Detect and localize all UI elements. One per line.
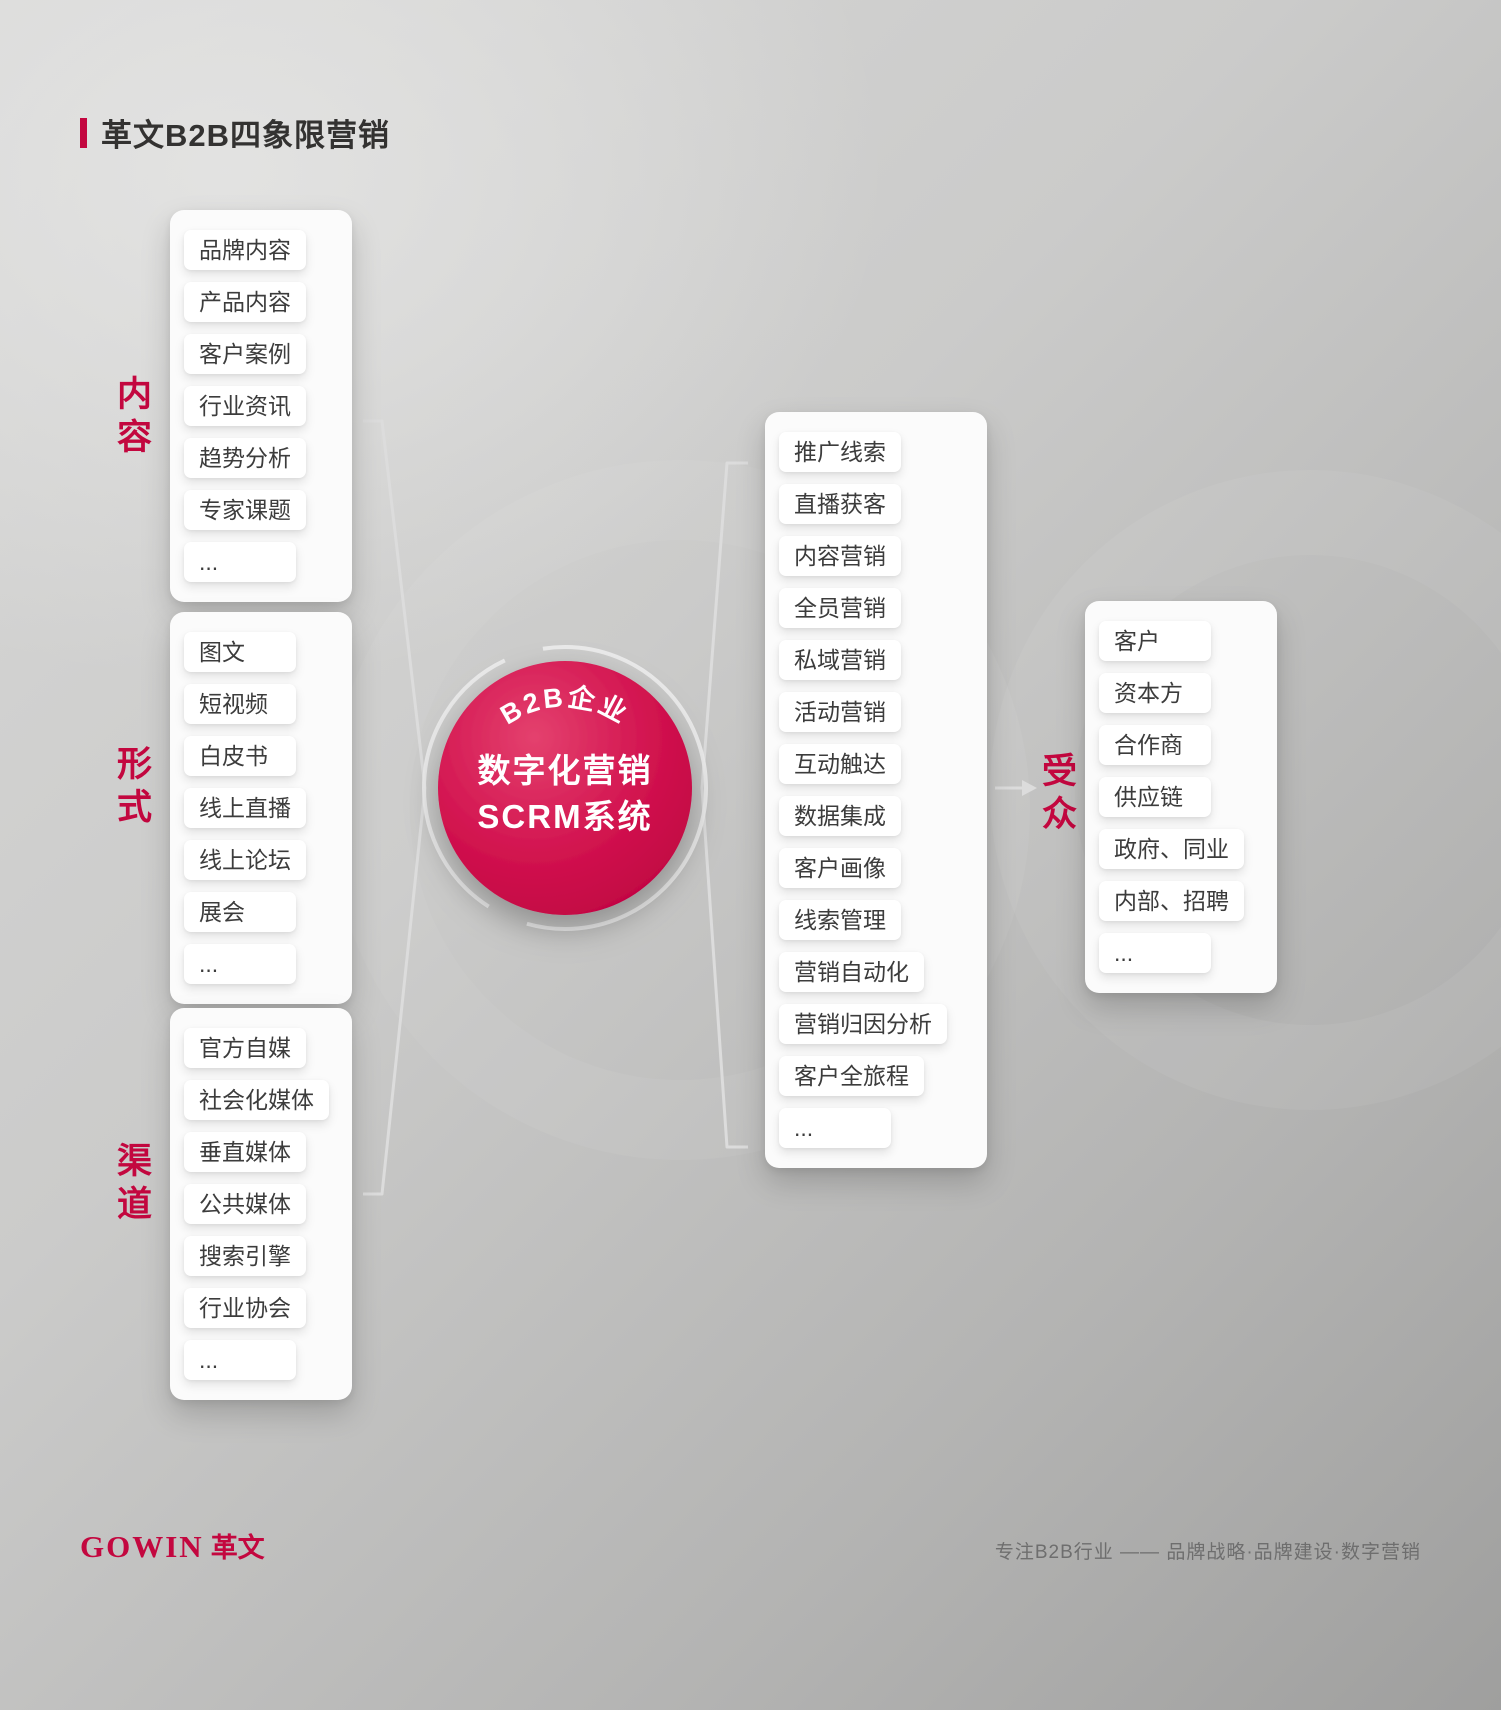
scrm-item: 内容营销	[779, 536, 901, 576]
title-accent-bar	[80, 117, 87, 148]
scrm-item: 客户画像	[779, 848, 901, 888]
format-item: 短视频	[184, 684, 296, 724]
channel-item: 垂直媒体	[184, 1132, 306, 1172]
format-item: 图文	[184, 632, 296, 672]
content-item: 客户案例	[184, 334, 306, 374]
scrm-item: 互动触达	[779, 744, 901, 784]
format-item: ...	[184, 944, 296, 984]
group-label-audience: 受众	[1037, 752, 1076, 838]
scrm-item: 私域营销	[779, 640, 901, 680]
channel-panel: 官方自媒 社会化媒体 垂直媒体 公共媒体 搜索引擎 行业协会 ...	[170, 1008, 352, 1400]
circle-line2: SCRM系统	[477, 798, 652, 835]
content-item: ...	[184, 542, 296, 582]
page-title: 革文B2B四象限营销	[101, 118, 391, 153]
content-item: 行业资讯	[184, 386, 306, 426]
circle-outer-ring	[422, 645, 708, 931]
circle-line1: 数字化营销	[478, 752, 653, 789]
group-label-channel: 渠道	[112, 1142, 151, 1228]
audience-item: 客户	[1099, 621, 1211, 661]
content-item: 趋势分析	[184, 438, 306, 478]
circle-body	[438, 661, 692, 915]
scrm-item: 活动营销	[779, 692, 901, 732]
scrm-item: 营销自动化	[779, 952, 924, 992]
channel-item: 搜索引擎	[184, 1236, 306, 1276]
left-brace-connector	[363, 419, 427, 1196]
audience-item: 资本方	[1099, 673, 1211, 713]
scrm-item: ...	[779, 1108, 891, 1148]
scrm-item: 线索管理	[779, 900, 901, 940]
brand-logo-en: GOWIN	[80, 1529, 204, 1564]
scrm-item: 数据集成	[779, 796, 901, 836]
svg-text:B2B企业: B2B企业	[495, 681, 634, 730]
audience-item: 合作商	[1099, 725, 1211, 765]
group-label-content: 内容	[112, 375, 151, 461]
scrm-capabilities-panel: 推广线索 直播获客 内容营销 全员营销 私域营销 活动营销 互动触达 数据集成 …	[765, 412, 987, 1168]
channel-item: 官方自媒	[184, 1028, 306, 1068]
scrm-item: 客户全旅程	[779, 1056, 924, 1096]
format-item: 线上论坛	[184, 840, 306, 880]
audience-item: 供应链	[1099, 777, 1211, 817]
scrm-item: 营销归因分析	[779, 1004, 947, 1044]
right-brace-connector	[700, 461, 748, 1149]
scrm-item: 全员营销	[779, 588, 901, 628]
content-item: 产品内容	[184, 282, 306, 322]
scrm-item: 直播获客	[779, 484, 901, 524]
format-item: 白皮书	[184, 736, 296, 776]
format-panel: 图文 短视频 白皮书 线上直播 线上论坛 展会 ...	[170, 612, 352, 1004]
audience-item: 政府、同业	[1099, 829, 1244, 869]
content-item: 品牌内容	[184, 230, 306, 270]
circle-arc-label: B2B企业	[495, 681, 631, 730]
scrm-circle: B2B企业 数字化营销 SCRM系统	[422, 645, 708, 931]
channel-item: 行业协会	[184, 1288, 306, 1328]
audience-panel: 客户 资本方 合作商 供应链 政府、同业 内部、招聘 ...	[1085, 601, 1277, 993]
channel-item: 公共媒体	[184, 1184, 306, 1224]
page-title-row: 革文B2B四象限营销	[80, 110, 390, 155]
brand-logo-cn: 革文	[210, 1533, 265, 1563]
format-item: 展会	[184, 892, 296, 932]
audience-item: ...	[1099, 933, 1211, 973]
group-label-format: 形式	[112, 745, 151, 831]
flow-arrow	[995, 780, 1037, 796]
channel-item: 社会化媒体	[184, 1080, 329, 1120]
scrm-item: 推广线索	[779, 432, 901, 472]
channel-item: ...	[184, 1340, 296, 1380]
format-item: 线上直播	[184, 788, 306, 828]
content-item: 专家课题	[184, 490, 306, 530]
content-panel: 品牌内容 产品内容 客户案例 行业资讯 趋势分析 专家课题 ...	[170, 210, 352, 602]
audience-item: 内部、招聘	[1099, 881, 1244, 921]
footer-tagline: 专注B2B行业 —— 品牌战略·品牌建设·数字营销	[994, 1542, 1421, 1563]
